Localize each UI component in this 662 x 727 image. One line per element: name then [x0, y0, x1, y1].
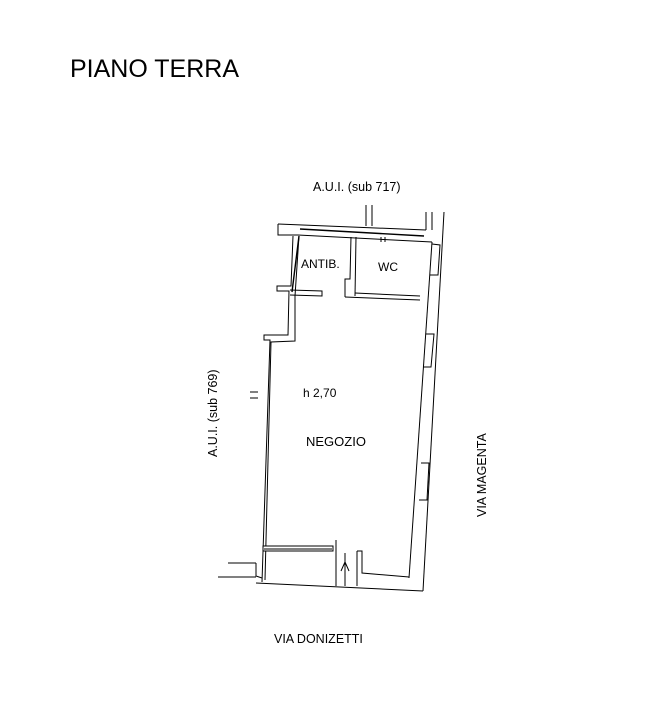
room-label-negozio: NEGOZIO	[306, 434, 366, 449]
north-neighbor-walls	[365, 205, 433, 230]
neighbor-west-label: A.U.I. (sub 769)	[206, 369, 220, 457]
neighbor-north-label: A.U.I. (sub 717)	[313, 180, 401, 194]
top-wall	[277, 223, 433, 243]
room-label-antibagno: ANTIB.	[301, 257, 340, 271]
height-label: h 2,70	[303, 386, 337, 400]
south-wall	[218, 540, 424, 592]
street-south-label: VIA DONIZETTI	[274, 632, 363, 646]
east-wall	[408, 211, 445, 592]
room-label-wc: WC	[378, 260, 398, 274]
west-wall	[250, 235, 300, 583]
entrance-arrow-icon	[340, 553, 350, 586]
interior-partitions	[289, 235, 421, 301]
plan-title: PIANO TERRA	[70, 55, 239, 83]
street-east-label: VIA MAGENTA	[475, 433, 489, 517]
